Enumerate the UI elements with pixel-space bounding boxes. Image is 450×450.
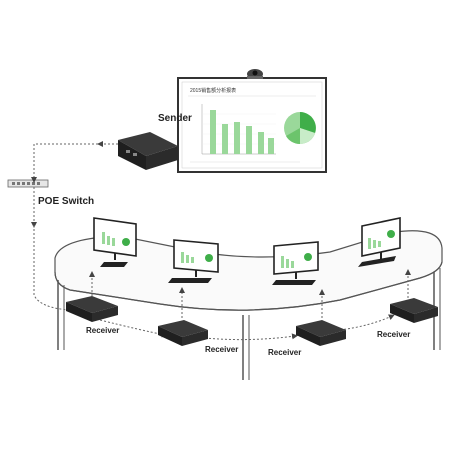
display-bar: [268, 138, 274, 154]
receiver-label: Receiver: [205, 345, 238, 354]
receiver-device: [296, 320, 346, 346]
curved-desk: [54, 230, 443, 380]
desk-monitor: [358, 217, 401, 267]
display-bar: [210, 110, 216, 154]
desk-monitor: [272, 241, 319, 285]
sender-device: [118, 132, 178, 170]
display-bar: [246, 126, 252, 154]
receiver-device: [158, 320, 208, 346]
poe-switch-label: POE Switch: [38, 196, 94, 207]
receiver-label: Receiver: [377, 330, 410, 339]
receiver-device: [66, 296, 118, 322]
desk-monitor: [93, 217, 137, 267]
webcam-icon: [247, 69, 263, 79]
poe-switch-device: [7, 179, 49, 188]
receiver-label: Receiver: [268, 348, 301, 357]
sender-label: Sender: [158, 113, 192, 124]
receiver-label: Receiver: [86, 326, 119, 335]
display-bar: [222, 124, 228, 154]
main-display: 2015销售额分析报表: [177, 77, 327, 173]
display-bar: [258, 132, 264, 154]
display-bar-chart: [201, 104, 276, 155]
display-title: 2015销售额分析报表: [190, 87, 236, 94]
desk-monitor: [168, 239, 219, 283]
receiver-device: [390, 298, 438, 323]
display-pie-chart: [284, 112, 316, 145]
display-bar: [234, 122, 240, 154]
